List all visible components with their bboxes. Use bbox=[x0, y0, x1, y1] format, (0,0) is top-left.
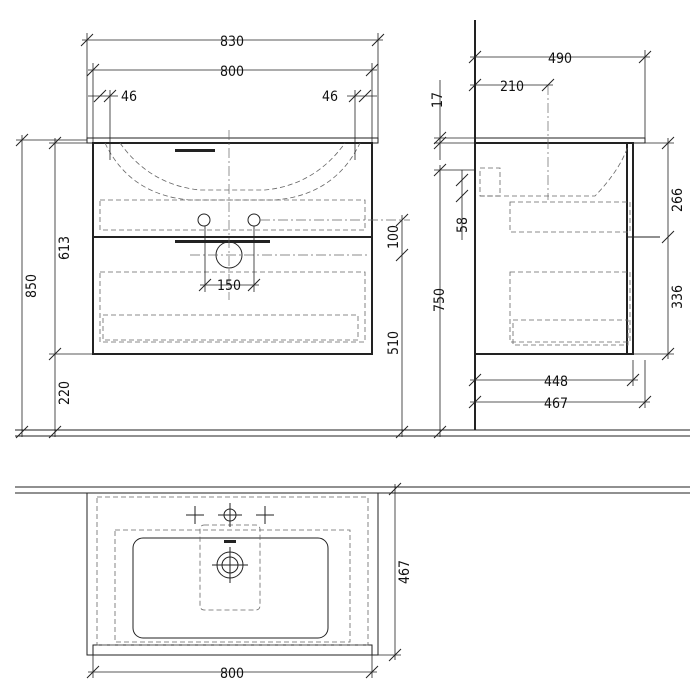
dim-467-top: 467 bbox=[397, 560, 413, 584]
dim-46-left: 46 bbox=[121, 89, 137, 105]
dim-830: 830 bbox=[220, 34, 244, 50]
dim-448: 448 bbox=[544, 374, 568, 390]
dim-613: 613 bbox=[57, 236, 73, 260]
dim-58: 58 bbox=[455, 217, 471, 233]
dim-100: 100 bbox=[386, 225, 402, 249]
dim-266: 266 bbox=[670, 188, 686, 212]
front-dimensions: 830 800 46 46 850 613 220 100 510 150 bbox=[15, 33, 409, 439]
top-view bbox=[86, 492, 379, 656]
dim-336: 336 bbox=[670, 285, 686, 309]
dim-220: 220 bbox=[57, 381, 73, 405]
dim-210: 210 bbox=[500, 79, 524, 95]
side-dimensions: 490 210 17 750 58 266 336 448 467 bbox=[430, 50, 686, 439]
dim-46-right: 46 bbox=[322, 89, 338, 105]
dim-490: 490 bbox=[548, 51, 572, 67]
dim-510: 510 bbox=[386, 331, 402, 355]
dim-467-side: 467 bbox=[544, 396, 568, 412]
dim-17: 17 bbox=[430, 92, 446, 108]
front-view bbox=[86, 130, 410, 355]
dim-800-top: 800 bbox=[220, 666, 244, 682]
side-view bbox=[474, 20, 660, 430]
dim-150: 150 bbox=[217, 278, 241, 294]
floor bbox=[15, 429, 690, 494]
dim-800: 800 bbox=[220, 64, 244, 80]
dim-850: 850 bbox=[24, 274, 40, 298]
top-dimensions: 467 800 bbox=[86, 482, 413, 682]
dim-750: 750 bbox=[432, 288, 448, 312]
